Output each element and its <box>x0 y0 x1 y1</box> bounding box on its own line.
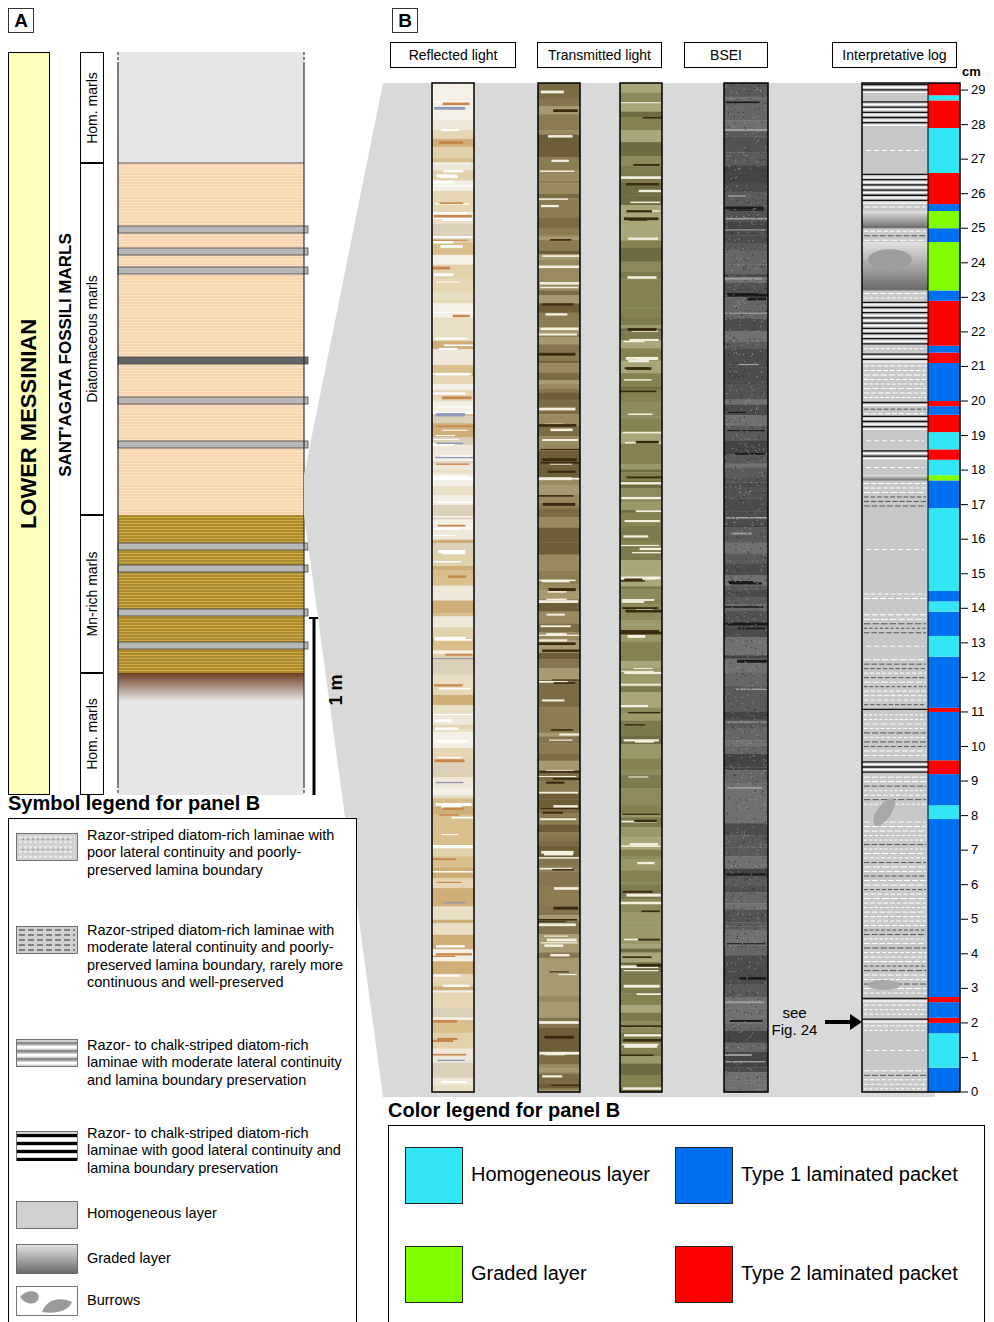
legend-swatch <box>675 1246 733 1303</box>
depth-tick: 7 <box>971 842 978 857</box>
core-panel <box>304 83 968 1097</box>
depth-tick: 12 <box>971 669 985 684</box>
unit-name: Hom. marls <box>84 698 100 770</box>
depth-tick: 28 <box>971 117 985 132</box>
depth-tick: 22 <box>971 324 985 339</box>
legend-symbol-art <box>16 1039 78 1067</box>
header-box: Interpretative log <box>832 42 957 68</box>
unit-band: Diatomaceous marls <box>80 163 104 515</box>
core-image <box>432 83 474 1092</box>
legend-symbol <box>16 1286 78 1316</box>
unit-name: Hom. marls <box>84 72 100 144</box>
legend-text: Burrows <box>87 1292 349 1309</box>
legend-text: Homogeneous layer <box>87 1205 349 1222</box>
core-image <box>724 83 768 1092</box>
core-image <box>538 83 580 1092</box>
legend-text: Homogeneous layer <box>471 1163 650 1186</box>
legend-swatch <box>675 1147 733 1204</box>
depth-tick: 3 <box>971 980 978 995</box>
legend-title: Symbol legend for panel B <box>8 792 260 815</box>
depth-tick: 9 <box>971 773 978 788</box>
scale-label: 1 m <box>326 674 347 705</box>
depth-tick: 13 <box>971 635 985 650</box>
depth-tick: 14 <box>971 600 985 615</box>
legend-text: Type 2 laminated packet <box>741 1262 958 1285</box>
legend-symbol-art <box>16 1244 78 1274</box>
legend-swatch <box>405 1246 463 1303</box>
box-label: A <box>14 10 28 32</box>
legend-symbol <box>16 926 78 954</box>
legend-symbol-art <box>16 926 78 954</box>
legend-title: Color legend for panel B <box>388 1099 620 1122</box>
unit-name: Mn-rich marls <box>84 552 100 637</box>
formation-name: SANT'AGATA FOSSILI MARLS <box>56 233 76 477</box>
unit-label: cm <box>962 64 981 79</box>
legend-text: Graded layer <box>87 1250 349 1267</box>
depth-tick: 6 <box>971 877 978 892</box>
unit-band: Mn-rich marls <box>80 515 104 673</box>
depth-tick: 24 <box>971 255 985 270</box>
legend-box: Color legend for panel BHomogeneous laye… <box>388 1125 985 1322</box>
strat-column <box>118 52 319 795</box>
depth-tick: 0 <box>971 1084 978 1099</box>
depth-tick: 2 <box>971 1015 978 1030</box>
depth-tick: 4 <box>971 946 978 961</box>
depth-tick: 26 <box>971 186 985 201</box>
legend-symbol-art <box>16 1131 78 1161</box>
legend-symbol-art <box>16 833 78 861</box>
cross-reference: see Fig. 24 <box>768 1004 821 1039</box>
header-box: B <box>392 8 418 33</box>
legend-text: Razor-striped diatom-rich laminae with p… <box>87 827 349 879</box>
unit-band: Hom. marls <box>80 52 104 163</box>
legend-text: Razor- to chalk-striped diatom-rich lami… <box>87 1037 349 1089</box>
depth-tick: 29 <box>971 82 985 97</box>
box-label: Reflected light <box>409 47 498 63</box>
header-box: Transmitted light <box>537 42 662 68</box>
depth-tick: 5 <box>971 911 978 926</box>
box-label: Interpretative log <box>842 47 946 63</box>
legend-symbol-art <box>16 1201 78 1229</box>
box-label: B <box>398 10 412 32</box>
depth-tick: 1 <box>971 1049 978 1064</box>
box-label: BSEI <box>710 47 742 63</box>
depth-tick: 17 <box>971 497 985 512</box>
depth-tick: 8 <box>971 808 978 823</box>
depth-tick: 16 <box>971 531 985 546</box>
legend-swatch <box>405 1147 463 1204</box>
depth-tick: 11 <box>971 704 985 719</box>
legend-symbol <box>16 1039 78 1067</box>
legend-symbol <box>16 1244 78 1274</box>
legend-text: Razor- to chalk-striped diatom-rich lami… <box>87 1125 349 1177</box>
legend-box: Symbol legend for panel BRazor-striped d… <box>8 818 357 1322</box>
legend-text: Razor-striped diatom-rich laminae with m… <box>87 922 349 992</box>
depth-tick: 15 <box>971 566 985 581</box>
unit-name: Diatomaceous marls <box>84 275 100 403</box>
legend-symbol <box>16 833 78 861</box>
unit-band: Hom. marls <box>80 673 104 795</box>
depth-tick: 27 <box>971 151 985 166</box>
interpretative-log <box>862 83 968 1092</box>
legend-text: Type 1 laminated packet <box>741 1163 958 1186</box>
header-box: BSEI <box>684 42 768 68</box>
depth-tick: 20 <box>971 393 985 408</box>
depth-tick: 21 <box>971 358 985 373</box>
legend-symbol <box>16 1131 78 1161</box>
header-box: A <box>8 8 34 33</box>
box-label: Transmitted light <box>548 47 651 63</box>
core-image <box>620 83 662 1092</box>
depth-tick: 10 <box>971 739 985 754</box>
depth-tick: 25 <box>971 220 985 235</box>
legend-symbol <box>16 1201 78 1229</box>
legend-symbol-art <box>16 1286 78 1316</box>
depth-tick: 23 <box>971 289 985 304</box>
depth-tick: 18 <box>971 462 985 477</box>
depth-tick: 19 <box>971 428 985 443</box>
unit-name: LOWER MESSINIAN <box>16 318 42 528</box>
unit-band: LOWER MESSINIAN <box>8 52 50 795</box>
legend-text: Graded layer <box>471 1262 587 1285</box>
header-box: Reflected light <box>390 42 516 68</box>
